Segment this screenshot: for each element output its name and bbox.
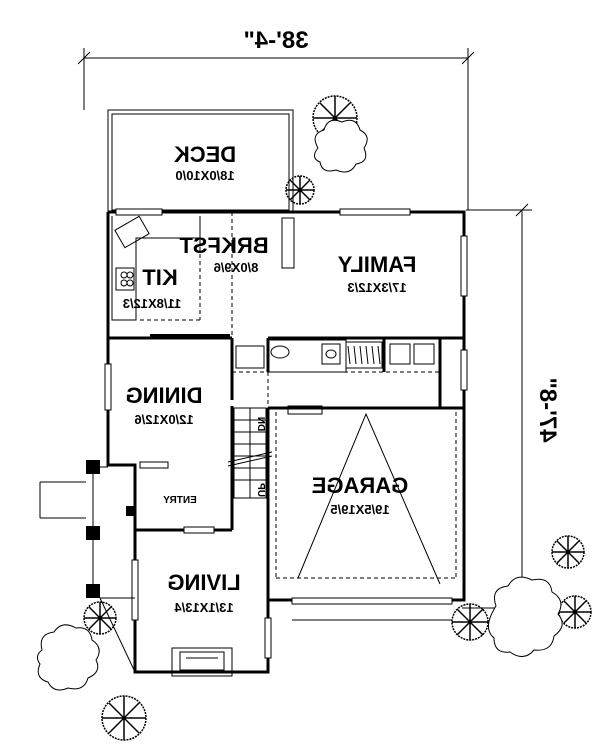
fireplace <box>171 647 233 677</box>
staircase: DN UP <box>227 407 273 499</box>
living-size: 13/1X13/4 <box>174 600 234 615</box>
tree-bottom-right <box>451 535 592 657</box>
brkfst-size: 8/0X9/6 <box>214 260 259 275</box>
stair-up-label: UP <box>255 483 266 497</box>
depth-dimension-label: 47'-8" <box>534 377 561 442</box>
dining-size: 12/0X12/6 <box>134 412 193 427</box>
garage-size: 19/5X19/5 <box>330 502 389 517</box>
room-label-brkfst: BRKFST 8/0X9/6 <box>179 233 269 275</box>
entry-name: ENTRY <box>163 495 197 506</box>
living-name: LIVING <box>167 570 240 595</box>
family-size: 17/3X12/3 <box>347 280 406 295</box>
room-label-living: LIVING 13/1X13/4 <box>167 570 240 615</box>
kitchen-counters <box>111 211 295 338</box>
deck-size: 18/0X10/0 <box>175 168 234 183</box>
landscape-trees <box>36 95 592 741</box>
tree-top-right <box>285 95 368 205</box>
room-label-entry: ENTRY <box>163 495 197 506</box>
garage-name: GARAGE <box>312 473 409 498</box>
family-name: FAMILY <box>337 252 416 277</box>
width-dimension-label: 38'-4" <box>243 27 308 54</box>
room-label-dining: DINING 12/0X12/6 <box>126 383 203 427</box>
room-label-garage: GARAGE 19/5X19/5 <box>312 473 409 517</box>
kit-size: 11/8X12/3 <box>123 296 182 311</box>
windows <box>104 208 468 659</box>
width-dimension: 38'-4" <box>77 27 475 210</box>
kit-name: KIT <box>142 265 178 290</box>
dining-name: DINING <box>126 383 203 408</box>
front-porch <box>39 460 136 673</box>
bath-laundry <box>232 339 440 408</box>
brkfst-name: BRKFST <box>179 233 269 258</box>
garage-interior <box>275 405 457 621</box>
stair-down-label: DN <box>255 417 266 431</box>
depth-dimension: 47'-8" <box>462 203 561 615</box>
room-label-kit: KIT 11/8X12/3 <box>123 265 182 311</box>
room-label-deck: DECK 18/0X10/0 <box>174 142 236 183</box>
room-label-family: FAMILY 17/3X12/3 <box>337 252 416 295</box>
exterior-walls <box>106 210 466 674</box>
tree-bottom-left <box>36 601 147 741</box>
deck-name: DECK <box>174 142 236 167</box>
